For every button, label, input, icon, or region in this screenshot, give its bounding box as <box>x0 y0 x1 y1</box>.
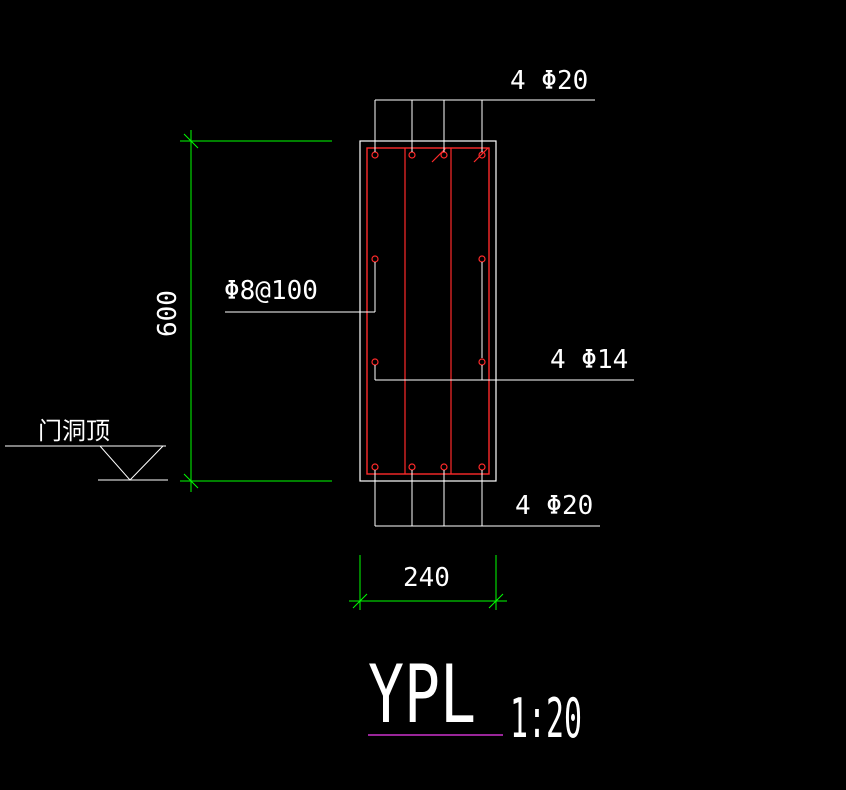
width-dimension <box>349 555 507 610</box>
top-rebars <box>371 151 486 159</box>
bottom-bars-leader <box>374 470 600 527</box>
rebar-dot <box>371 463 379 471</box>
side-bars-leader <box>374 365 634 381</box>
rebar-dot <box>408 151 416 159</box>
side-bars-label: 4 Φ14 <box>550 345 628 375</box>
drawing-scale: 1:20 <box>510 687 582 750</box>
drawing-title: YPL <box>368 648 476 741</box>
rebar-dot <box>371 255 379 263</box>
stirrup-hook <box>473 147 489 163</box>
stirrup-label: Φ8@100 <box>224 276 318 306</box>
rebar-dot <box>478 151 486 159</box>
height-dimension-label: 600 <box>153 290 183 337</box>
height-dimension <box>180 130 332 492</box>
bottom-rebars <box>371 463 486 471</box>
rebar-dot <box>440 463 448 471</box>
section-outline <box>359 140 497 482</box>
stirrup-outer <box>366 147 490 475</box>
door-top-marker <box>5 445 168 481</box>
rebar-dot <box>371 358 379 366</box>
side-rebars <box>371 255 486 366</box>
rebar-dot <box>478 358 486 366</box>
door-top-label: 门洞顶 <box>38 417 110 445</box>
top-bars-label: 4 Φ20 <box>510 66 588 96</box>
rebar-dot <box>478 255 486 263</box>
rebar-dot <box>371 151 379 159</box>
rebar-dot <box>408 463 416 471</box>
rebar-dot <box>478 463 486 471</box>
width-dimension-label: 240 <box>403 563 450 593</box>
bottom-bars-label: 4 Φ20 <box>515 491 593 521</box>
rebar-dot <box>440 151 448 159</box>
top-bars-leader <box>374 99 595 152</box>
